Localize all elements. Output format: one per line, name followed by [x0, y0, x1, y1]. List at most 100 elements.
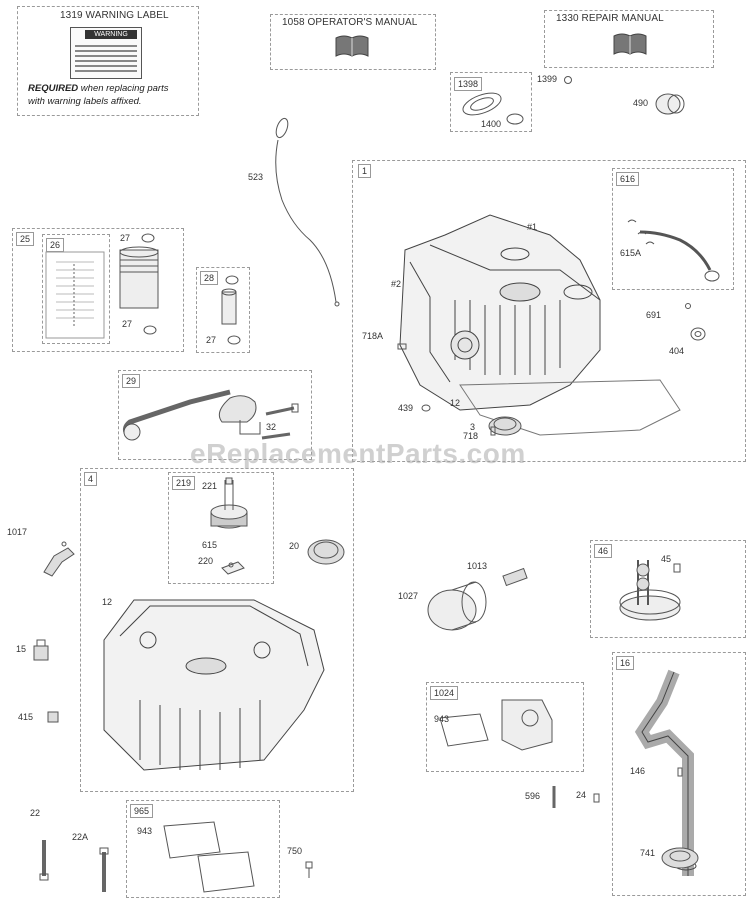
warning-sticker-lines: [75, 42, 137, 74]
kit-box-25: [12, 228, 184, 352]
part-label-32: 32: [266, 422, 277, 432]
seal-3-icon: [488, 416, 522, 436]
kit-box-4: [80, 468, 354, 792]
bracket-1017-icon: [43, 541, 75, 577]
part-label-404: 404: [669, 346, 685, 356]
part-label-12-sump: 12: [102, 597, 113, 607]
kit-box-1024: [426, 682, 584, 772]
operators-manual-book-icon: [335, 35, 369, 57]
operators-manual-kit: [270, 14, 436, 70]
piston-pin-28-icon: [221, 288, 237, 325]
part-label-943-pump: 943: [434, 714, 450, 724]
part-label-12-block: 12: [450, 398, 461, 408]
bolt-22-icon: [39, 840, 49, 881]
kit-box-29: [118, 370, 312, 460]
part-label-15: 15: [16, 644, 27, 654]
kit-tag-16: 16: [616, 656, 635, 670]
part-label-146: 146: [630, 766, 646, 776]
kit-box-26: [42, 234, 110, 344]
crankshaft-icon: [634, 669, 697, 876]
kit-tag-29: 29: [122, 374, 141, 388]
kit-tag-4: 4: [84, 472, 98, 486]
part-label-1400: 1400: [481, 119, 502, 129]
block-gasket-icon: [459, 379, 681, 436]
part-label-22a: 22A: [72, 832, 89, 842]
part-label-1027: 1027: [398, 591, 419, 601]
part-label-221: 221: [202, 481, 218, 491]
washer-404-icon: [690, 327, 706, 341]
timing-gear-741-icon: [661, 847, 699, 869]
warning-label-note: REQUIRED when replacing parts with warni…: [28, 82, 168, 108]
plug-691-icon: [685, 303, 691, 309]
part-label-415: 415: [18, 712, 34, 722]
bolt-22a-icon: [99, 847, 109, 892]
part-label-20: 20: [289, 541, 300, 551]
kit-box-46: [590, 540, 746, 638]
pin-718-icon: [490, 426, 496, 436]
kit-tag-28: 28: [200, 271, 219, 285]
drain-plug-15-icon: [33, 639, 49, 661]
part-label-596: 596: [525, 791, 541, 801]
clip-27-icons: [141, 233, 241, 345]
kit-box-16: [612, 652, 746, 896]
connecting-rod-icon: [122, 389, 261, 441]
kit-tag-219: 219: [172, 476, 196, 490]
kit-tag-965: 965: [130, 804, 154, 818]
key-146-icon: [677, 767, 683, 777]
kit-box-1398: [450, 72, 532, 132]
screw-750-icon: [305, 861, 313, 878]
part-label-943-sump: 943: [137, 826, 153, 836]
kit-tag-46: 46: [594, 544, 613, 558]
rod-bolt-32-icon: [261, 403, 299, 440]
part-label-439: 439: [398, 403, 414, 413]
operators-manual-title: 1058 OPERATOR'S MANUAL: [282, 17, 418, 28]
kit-tag-25: 25: [16, 232, 35, 246]
watermark: eReplacementParts.com: [190, 438, 526, 469]
part-label-615a: 615A: [620, 248, 642, 258]
kit-box-219: [168, 472, 274, 584]
part-label-750: 750: [287, 846, 303, 856]
breather-gasket-icon: [462, 92, 524, 125]
governor-gear-icon: [210, 477, 248, 529]
part-label-1399: 1399: [537, 74, 558, 84]
part-label-220: 220: [198, 556, 214, 566]
kit-box-28: [196, 267, 250, 353]
warning-label-title: 1319 WARNING LABEL: [60, 10, 169, 21]
warning-note-bold: REQUIRED: [28, 83, 79, 94]
piston-icon: [119, 246, 159, 309]
gasket-965-icon: [197, 851, 255, 893]
part-label-691: 691: [646, 310, 662, 320]
repair-manual-title: 1330 REPAIR MANUAL: [556, 13, 664, 24]
warning-note-line2: with warning labels affixed.: [28, 96, 142, 107]
part-label-741: 741: [640, 848, 656, 858]
kit-tag-26: 26: [46, 238, 65, 252]
seal-490-icon: [655, 93, 685, 115]
warning-label-kit: [17, 6, 199, 116]
kit-box-965: [126, 800, 280, 898]
washer-439-icon: [421, 404, 431, 412]
part-label-523: 523: [248, 172, 264, 182]
screw-45-icon: [673, 563, 681, 573]
part-label-h2: #2: [391, 279, 402, 289]
part-label-718: 718: [463, 431, 479, 441]
kit-tag-616: 616: [616, 172, 640, 186]
oil-filter-icon: [427, 581, 487, 631]
sump-icon: [103, 599, 325, 771]
seal-20-icon: [307, 539, 345, 565]
kit-box-616: [612, 168, 734, 290]
kit-tag-1024: 1024: [430, 686, 459, 700]
part-label-27-c: 27: [206, 335, 217, 345]
kit-box-1: [352, 160, 746, 462]
warning-sticker-header: WARNING: [85, 30, 137, 39]
part-label-1013: 1013: [467, 561, 488, 571]
part-label-h1: #1: [527, 222, 538, 232]
dowel-718a-icon: [397, 343, 407, 350]
part-label-45: 45: [661, 554, 672, 564]
part-label-27-a: 27: [120, 233, 131, 243]
warning-sticker: WARNING: [70, 27, 142, 79]
repair-manual-kit: [544, 10, 714, 68]
part-label-490: 490: [633, 98, 649, 108]
nipple-1013-icon: [502, 567, 528, 587]
